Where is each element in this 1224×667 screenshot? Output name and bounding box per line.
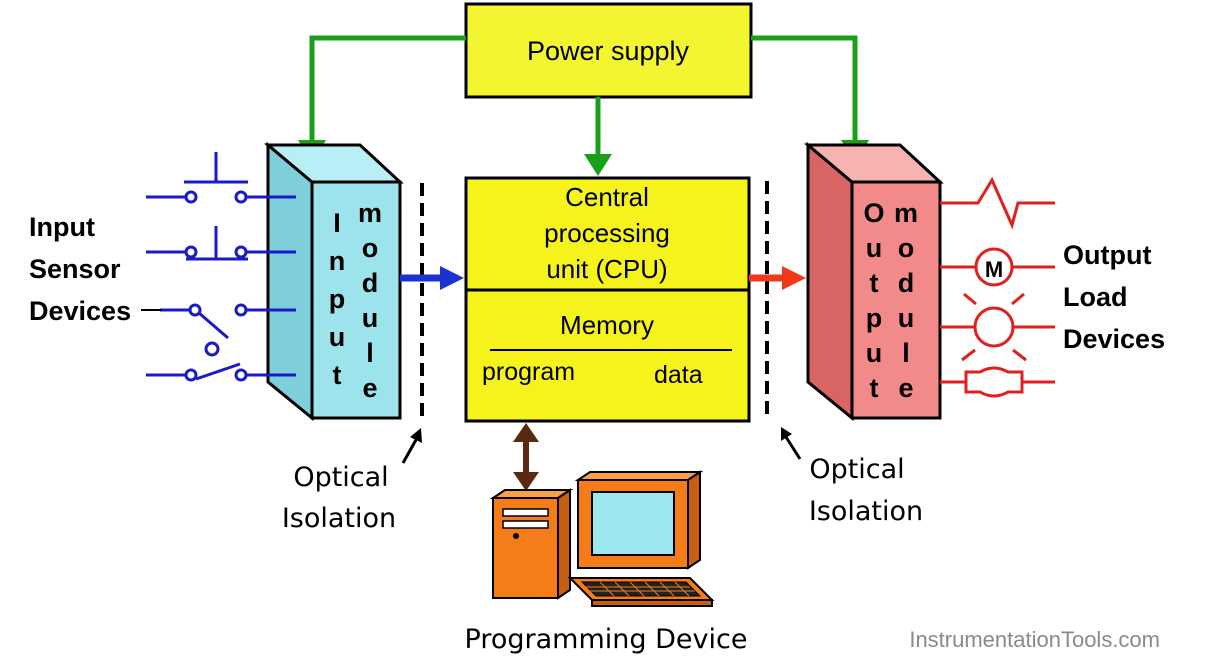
program-label: program — [482, 358, 575, 386]
output-module-letter: O — [863, 198, 884, 228]
input-module-letter: l — [366, 338, 374, 368]
output-module-letter: o — [898, 233, 915, 263]
input-module-letter: n — [329, 246, 346, 276]
input-module-letter: t — [333, 360, 342, 390]
input-switches — [146, 152, 296, 382]
input-to-cpu-arrow — [400, 266, 464, 290]
right-isolation-label: Isolation — [809, 496, 923, 527]
output-module-letter: e — [898, 373, 913, 403]
push-button-nc-icon — [146, 226, 296, 261]
power-supply-label: Power supply — [527, 36, 690, 66]
motor-letter: M — [985, 257, 1003, 282]
right-isolation-pointer — [781, 427, 802, 460]
output-module-letter: u — [866, 233, 883, 263]
cpu-label-line: Central — [565, 182, 649, 212]
output-loads — [940, 176, 1055, 398]
left-isolation-pointer — [401, 428, 422, 464]
output-module-letter: t — [870, 373, 879, 403]
input-module-letter: d — [362, 268, 379, 298]
input-module: I n p u t m o d u l e — [263, 141, 404, 422]
output-devices-label: Output — [1063, 240, 1151, 270]
output-module-letter: p — [866, 303, 883, 333]
input-module-letter: p — [329, 284, 346, 314]
cpu-block: Central processing unit (CPU) Memory pro… — [464, 176, 751, 423]
right-isolation-label: Optical — [809, 454, 904, 485]
heater-icon — [940, 176, 1055, 230]
motor-icon — [940, 247, 1055, 287]
push-button-no-icon — [146, 152, 296, 204]
left-isolation-label: Isolation — [282, 503, 396, 534]
limit-switch-icon — [160, 303, 296, 357]
lamp-icon — [940, 292, 1055, 362]
input-module-letter: m — [358, 198, 382, 228]
output-module-letter: t — [870, 268, 879, 298]
output-devices-label: Load — [1063, 282, 1128, 312]
output-module-letter: m — [894, 198, 918, 228]
power-lines — [309, 35, 858, 158]
nc-contact-icon — [146, 362, 296, 382]
left-isolation-label: Optical — [293, 462, 388, 493]
output-module-letter: u — [866, 338, 883, 368]
output-module-letter: d — [898, 268, 915, 298]
cpu-to-output-arrow — [749, 266, 806, 290]
computer-icon — [489, 470, 715, 607]
input-devices-label: Input — [29, 212, 95, 242]
output-devices-label: Devices — [1063, 324, 1165, 354]
output-module-letter: l — [902, 338, 910, 368]
input-module-letter: I — [333, 208, 341, 238]
programming-device-label: Programming Device — [465, 624, 748, 655]
input-module-letter: o — [362, 233, 379, 263]
cpu-label-line: unit (CPU) — [546, 254, 667, 284]
memory-label: Memory — [560, 310, 654, 340]
input-devices-label: Sensor — [29, 254, 121, 284]
output-module-letter: u — [898, 303, 915, 333]
cpu-label-line: processing — [544, 218, 670, 248]
output-module: O u t p u t m o d u l e — [803, 141, 944, 422]
input-devices-label: Devices — [29, 296, 131, 326]
input-module-letter: e — [362, 373, 377, 403]
input-module-letter: u — [329, 322, 346, 352]
input-module-letter: u — [362, 303, 379, 333]
watermark: InstrumentationTools.com — [909, 627, 1160, 652]
power-supply: Power supply — [464, 2, 753, 99]
cpu-programming-arrow — [513, 423, 539, 491]
data-label: data — [654, 361, 703, 389]
horn-icon — [940, 366, 1055, 398]
